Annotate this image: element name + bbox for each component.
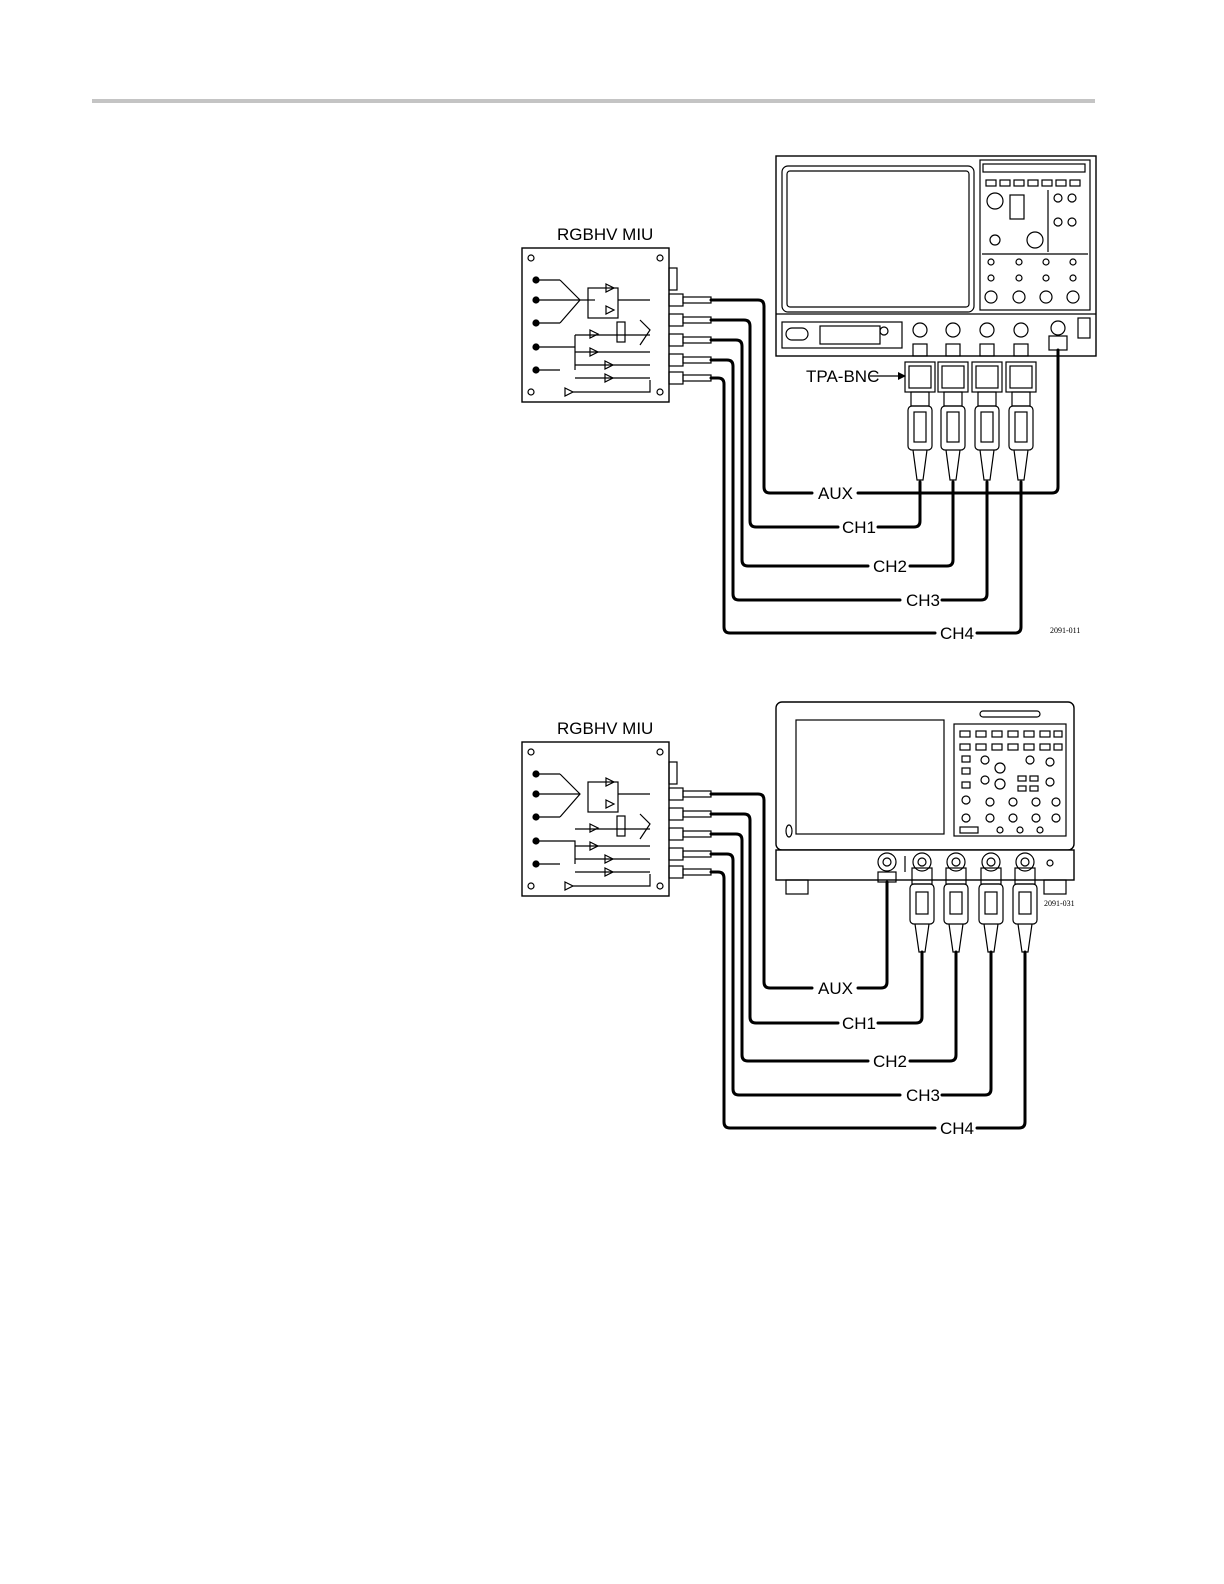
label-ch1: CH1: [842, 518, 876, 537]
cable-ch3: [711, 854, 900, 1095]
label-aux: AUX: [818, 484, 853, 503]
label-ch4: CH4: [940, 624, 974, 643]
oscilloscope-1: [776, 156, 1096, 356]
label-ch1: CH1: [842, 1014, 876, 1033]
probe-ch1: [910, 853, 934, 952]
label-ch2: CH2: [873, 557, 907, 576]
header-rule: [92, 99, 1095, 103]
figure-code: 2091-031: [1044, 899, 1075, 908]
probe-ch4: [1013, 853, 1037, 952]
figure-code: 2091-011: [1050, 626, 1080, 635]
label-ch3: CH3: [906, 591, 940, 610]
cable-ch3: [711, 360, 900, 600]
rgbhv-miu-box: [522, 742, 711, 896]
label-ch4: CH4: [940, 1119, 974, 1138]
figure-2-connection-diagram: RGBHV MIU: [0, 690, 1224, 1150]
label-ch3: CH3: [906, 1086, 940, 1105]
cable-ch4: [711, 378, 935, 633]
cable-ch4: [711, 872, 935, 1128]
label-aux: AUX: [818, 979, 853, 998]
probe-ch3: [979, 853, 1003, 952]
miu-label: RGBHV MIU: [557, 225, 653, 244]
miu-label: RGBHV MIU: [557, 719, 653, 738]
tpa-bnc-label: TPA-BNC: [806, 367, 879, 386]
probe-ch2: [944, 853, 968, 952]
rgbhv-miu-box: [522, 248, 711, 402]
figure-1-connection-diagram: RGBHV MIU: [0, 140, 1224, 660]
label-ch2: CH2: [873, 1052, 907, 1071]
